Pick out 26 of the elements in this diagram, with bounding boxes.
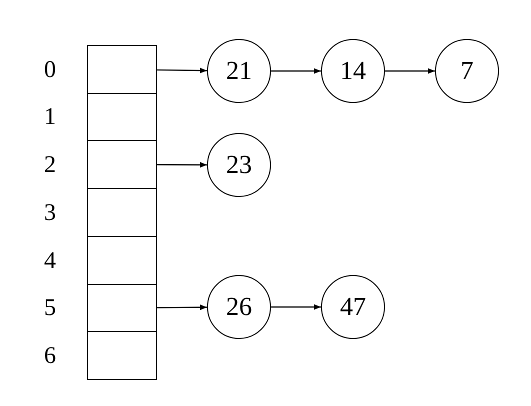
list-node: 47 xyxy=(321,275,385,339)
arrow xyxy=(157,68,208,74)
table-slot xyxy=(87,331,157,380)
index-label: 5 xyxy=(43,294,57,323)
arrow xyxy=(157,304,207,310)
table-slot xyxy=(87,45,157,94)
arrow xyxy=(271,68,321,74)
list-node: 21 xyxy=(207,39,271,103)
table-slot xyxy=(87,188,157,237)
list-node: 14 xyxy=(321,39,385,103)
index-label: 2 xyxy=(43,150,57,180)
index-label: 0 xyxy=(43,56,57,84)
list-node: 23 xyxy=(207,133,271,197)
list-node: 26 xyxy=(207,275,271,339)
arrow xyxy=(385,68,435,74)
index-label: 6 xyxy=(43,342,57,370)
index-label: 3 xyxy=(43,198,57,228)
table-slot xyxy=(87,140,157,189)
table-slot xyxy=(87,93,157,141)
arrow xyxy=(271,304,321,310)
index-label: 4 xyxy=(43,246,57,276)
index-label: 1 xyxy=(43,103,57,132)
arrow xyxy=(157,162,207,168)
table-slot xyxy=(87,236,157,285)
table-slot xyxy=(87,284,157,332)
list-node: 7 xyxy=(435,39,499,103)
